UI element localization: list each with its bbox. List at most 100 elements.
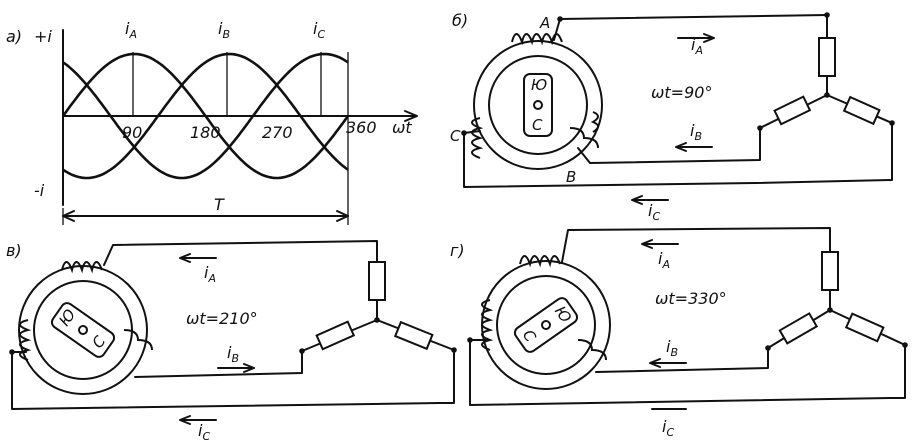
rotor-shaft <box>78 325 88 335</box>
line-c <box>469 339 906 406</box>
load-resistor-a <box>821 251 839 291</box>
line-a <box>561 227 831 263</box>
line-a <box>553 14 828 41</box>
arrow-ic-head <box>631 195 643 205</box>
current-label-ic: iC <box>648 201 660 223</box>
coil-b <box>569 127 599 149</box>
angle-label: ωt=90° <box>651 83 712 102</box>
line-c <box>11 349 455 410</box>
period-label: T <box>214 195 225 214</box>
line-b <box>134 350 303 378</box>
tick-label: 360 <box>346 118 377 137</box>
current-label-ia: iA <box>658 249 670 271</box>
rotor-north-pole: Ю <box>531 76 547 94</box>
rotor-body <box>50 302 116 358</box>
panel-b: б) Ю С A B C <box>450 11 895 223</box>
rotor: Ю С <box>50 302 116 358</box>
node <box>902 342 908 348</box>
coil-c <box>481 299 494 351</box>
arrow-ib-head <box>243 363 255 373</box>
x-axis-label: ωt <box>392 118 412 137</box>
phase-label-a: A <box>539 14 550 32</box>
node <box>299 348 305 354</box>
stator-inner <box>33 280 133 380</box>
node <box>757 125 763 131</box>
panel-label-d: г) <box>450 241 465 260</box>
y-axis-positive-label: +i <box>34 27 52 46</box>
curve-ib <box>62 52 349 180</box>
rotor-south-pole: С <box>532 116 543 134</box>
current-label-ic: iC <box>662 417 674 439</box>
period-arrow-left <box>62 210 75 222</box>
load-resistor-b <box>773 95 812 126</box>
stator-outer <box>473 40 603 170</box>
load-resistor-c <box>842 95 881 126</box>
arrow-ic-head <box>179 415 191 425</box>
x-axis-arrow <box>404 110 418 122</box>
coil-a <box>519 255 561 268</box>
tick-label: 180 <box>190 123 221 142</box>
node <box>824 12 830 18</box>
curve-label-ia: iA <box>125 19 137 41</box>
load-resistor-b <box>778 312 819 345</box>
stator-inner <box>488 55 588 155</box>
line-a <box>103 240 378 266</box>
phase-label-b: B <box>566 168 576 186</box>
curve-ic <box>62 52 349 180</box>
rotor: Ю С <box>523 73 553 137</box>
rotor-shaft <box>541 320 551 330</box>
current-label-ib: iB <box>666 337 678 359</box>
neutral-node <box>827 307 833 313</box>
panel-label-b: б) <box>452 11 468 30</box>
current-label-ib: iB <box>690 121 702 143</box>
load-resistor-c <box>393 320 434 351</box>
panel-c: в) Ю С iA iB iC ωt=2 <box>6 240 457 443</box>
panel-label-c: в) <box>6 241 22 260</box>
node <box>765 345 771 351</box>
curve-label-ib: iB <box>218 19 230 41</box>
tick-label: 270 <box>262 123 293 142</box>
rotor-body <box>523 73 553 137</box>
rotor: Ю С <box>513 297 579 353</box>
neutral-node <box>824 92 830 98</box>
curve-ia <box>61 52 350 180</box>
load-resistor-c <box>844 312 885 343</box>
period-arrow-right <box>336 210 349 222</box>
coil-b-2 <box>590 111 599 133</box>
stator-outer <box>481 260 611 390</box>
load-resistor-a <box>368 261 386 301</box>
rotor-body <box>513 297 579 353</box>
current-label-ib: iB <box>227 343 239 365</box>
arrow-ia-head <box>179 253 191 263</box>
curve-label-ic: iC <box>313 19 325 41</box>
load-resistor-a <box>818 37 836 77</box>
angle-label: ωt=330° <box>655 289 727 308</box>
arrow-ib-head <box>649 358 661 368</box>
angle-label: ωt=210° <box>186 309 258 328</box>
coil-a <box>61 261 103 274</box>
node <box>889 120 895 126</box>
rotor-south-pole: С <box>89 332 110 351</box>
waveform-chart: а) +i -i ωt 90 180 270 360 iA iB iC T <box>6 19 418 225</box>
phase-label-c: C <box>450 127 461 145</box>
current-label-ia: iA <box>204 263 216 285</box>
rotor-south-pole: С <box>519 326 540 345</box>
stator-inner <box>496 275 596 375</box>
y-axis-negative-label: -i <box>34 181 45 200</box>
arrow-ib-head <box>675 142 687 152</box>
current-label-ic: iC <box>198 421 210 443</box>
coil-c <box>471 117 484 159</box>
panel-label-a: а) <box>6 27 22 46</box>
line-b <box>577 127 761 164</box>
coil-b <box>123 329 153 351</box>
load-resistor-b <box>315 320 356 351</box>
neutral-node <box>374 317 380 323</box>
panel-d: г) Ю С iA iB iC ωt=330° <box>450 227 908 439</box>
coil-a <box>511 33 563 46</box>
arrow-ia-head <box>703 33 715 43</box>
rotor-shaft <box>533 100 543 110</box>
arrow-ia-head <box>641 239 653 249</box>
line-b <box>595 347 769 373</box>
